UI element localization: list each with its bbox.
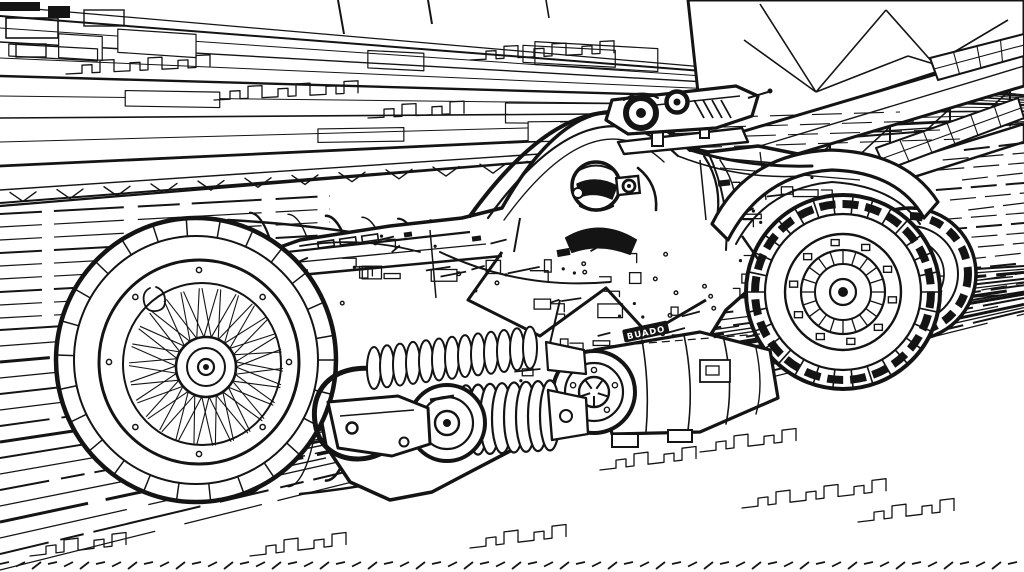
front-wheel [53, 215, 339, 505]
vehicle: BUADO [53, 84, 978, 505]
rear-wheel [744, 193, 942, 391]
front-suspension [312, 325, 590, 463]
pilot [565, 160, 658, 255]
badge-plate [622, 320, 670, 343]
rear-fender [710, 148, 940, 263]
sensor-gun-pod [604, 84, 773, 156]
